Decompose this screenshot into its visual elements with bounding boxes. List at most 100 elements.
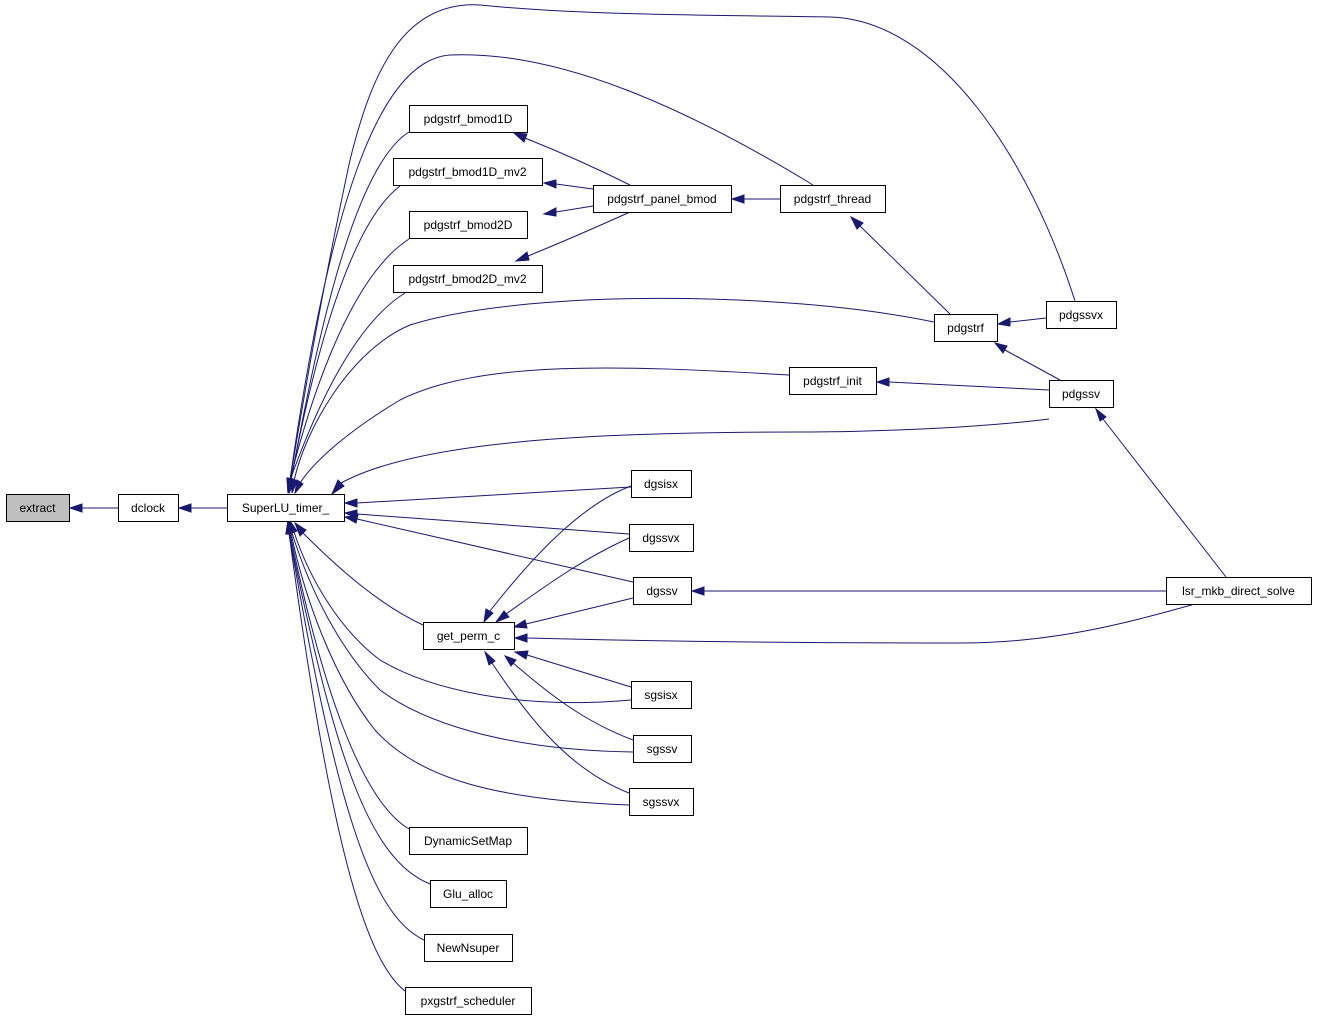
edge-thread-to-panel_bmod (730, 194, 780, 204)
node-bmod1d[interactable]: pdgstrf_bmod1D (409, 105, 528, 133)
edge-line (290, 532, 630, 806)
edge-pdgssvx-to-pdgstrf (996, 317, 1047, 327)
edge-sgsisx-to-superlu_timer (289, 519, 632, 704)
node-label: pdgssvx (1059, 308, 1103, 322)
edge-arrowhead (996, 317, 1011, 327)
edge-dynsetmap-to-superlu_timer (286, 520, 410, 830)
node-dgsisx[interactable]: dgsisx (631, 470, 692, 498)
node-box (1166, 577, 1312, 605)
edge-dgssv-to-superlu_timer (343, 514, 634, 583)
edge-dgsisx-to-get_perm_c (483, 485, 632, 624)
node-box (227, 494, 345, 522)
node-dgssv[interactable]: dgssv (633, 577, 692, 605)
node-box (393, 265, 543, 293)
edge-pdgssvx-to-superlu_timer (286, 4, 1076, 494)
edge-pdgssv-to-pdgstrf (993, 342, 1061, 381)
edge-sgsisx-to-get_perm_c (513, 650, 632, 688)
edge-arrowhead (293, 521, 307, 537)
node-dynsetmap[interactable]: DynamicSetMap (409, 827, 528, 855)
edge-arrowhead (513, 650, 529, 660)
edge-dgsisx-to-superlu_timer (343, 486, 632, 508)
edge-pdgssv-to-superlu_timer (330, 418, 1050, 496)
node-box (430, 880, 507, 908)
node-box (405, 987, 532, 1015)
edge-arrowhead (542, 179, 557, 189)
node-box (633, 735, 692, 763)
node-thread[interactable]: pdgstrf_thread (780, 185, 886, 213)
edge-arrowhead (177, 503, 192, 513)
node-bmod1d_mv2[interactable]: pdgstrf_bmod1D_mv2 (393, 158, 543, 186)
node-label: pdgstrf (947, 321, 984, 335)
edge-pdgstrf-to-thread (849, 215, 951, 315)
edge-line (289, 532, 410, 830)
edge-lsr-to-dgssv (690, 586, 1166, 596)
node-pdgstrf[interactable]: pdgstrf (934, 314, 998, 342)
edge-line (356, 513, 630, 535)
edge-line (489, 485, 632, 612)
node-dgssvx[interactable]: dgssvx (629, 524, 694, 552)
node-lsr[interactable]: lsr_mkb_direct_solve (1166, 577, 1312, 605)
node-sgssvx[interactable]: sgssvx (629, 788, 694, 816)
node-panel_bmod[interactable]: pdgstrf_panel_bmod (593, 185, 732, 213)
edge-get_perm_c-to-superlu_timer (293, 521, 424, 626)
edge-arrowhead (290, 477, 298, 494)
edge-line (290, 131, 410, 481)
node-pdgssv[interactable]: pdgssv (1049, 380, 1114, 408)
edge-line (524, 137, 631, 186)
node-label: pdgstrf_bmod1D (424, 112, 513, 126)
node-label: pdgstrf_panel_bmod (607, 192, 716, 206)
node-pdgssvx[interactable]: pdgssvx (1046, 301, 1117, 329)
node-sgsisx[interactable]: sgsisx (631, 681, 692, 709)
node-sgssv[interactable]: sgssv (633, 735, 692, 763)
edge-line (291, 532, 634, 753)
edge-thread-to-superlu_timer (286, 54, 814, 494)
node-superlu_timer[interactable]: SuperLU_timer_ (227, 494, 345, 522)
edge-sgssv-to-get_perm_c (503, 655, 634, 741)
node-bmod2d_mv2[interactable]: pdgstrf_bmod2D_mv2 (393, 265, 543, 293)
graph-nodes: extract dclock SuperLU_timer_ pdgstrf_bmod1… (6, 105, 1312, 1015)
node-label: lsr_mkb_direct_solve (1182, 584, 1295, 598)
node-label: DynamicSetMap (424, 834, 512, 848)
edge-panel_bmod-to-bmod1d_mv2 (542, 179, 594, 190)
node-box (629, 788, 694, 816)
edge-line (505, 537, 630, 615)
graph-edges (68, 4, 1227, 992)
node-box (780, 185, 886, 213)
node-bmod2d[interactable]: pdgstrf_bmod2D (409, 211, 528, 239)
node-glu_alloc[interactable]: Glu_alloc (430, 880, 507, 908)
edge-panel_bmod-to-bmod1d (512, 132, 631, 186)
edge-line (293, 297, 935, 482)
edge-arrowhead (875, 377, 890, 387)
node-newnsuper[interactable]: NewNsuper (424, 934, 513, 962)
node-label: pdgssv (1062, 387, 1100, 401)
node-box (393, 158, 543, 186)
node-box (423, 622, 515, 650)
edge-lsr-to-get_perm_c (513, 603, 1196, 644)
edge-line (526, 654, 632, 688)
edge-line (356, 486, 632, 504)
node-get_perm_c[interactable]: get_perm_c (423, 622, 515, 650)
node-pdgstrf_init[interactable]: pdgstrf_init (789, 367, 877, 395)
node-box (934, 314, 998, 342)
edge-line (289, 292, 406, 481)
node-pxgstrf_sched[interactable]: pxgstrf_scheduler (405, 987, 532, 1015)
edge-line (525, 597, 634, 625)
edge-sgssvx-to-get_perm_c (483, 650, 630, 794)
edge-line (290, 185, 401, 481)
node-dclock[interactable]: dclock (118, 494, 179, 522)
edge-line (289, 4, 1076, 481)
node-box (409, 211, 528, 239)
edge-arrowhead (343, 514, 359, 524)
edge-arrowhead (494, 610, 510, 624)
node-label: Glu_alloc (443, 887, 493, 901)
node-label: sgsisx (644, 688, 677, 702)
node-label: pdgstrf_bmod2D_mv2 (408, 272, 526, 286)
node-label: NewNsuper (437, 941, 500, 955)
edge-bmod2d-to-superlu_timer (286, 238, 410, 494)
edge-line (289, 238, 410, 481)
node-label: dgsisx (644, 477, 678, 491)
node-extract: extract (6, 494, 70, 522)
edge-newnsuper-to-superlu_timer (285, 520, 425, 941)
edge-line (527, 211, 631, 257)
